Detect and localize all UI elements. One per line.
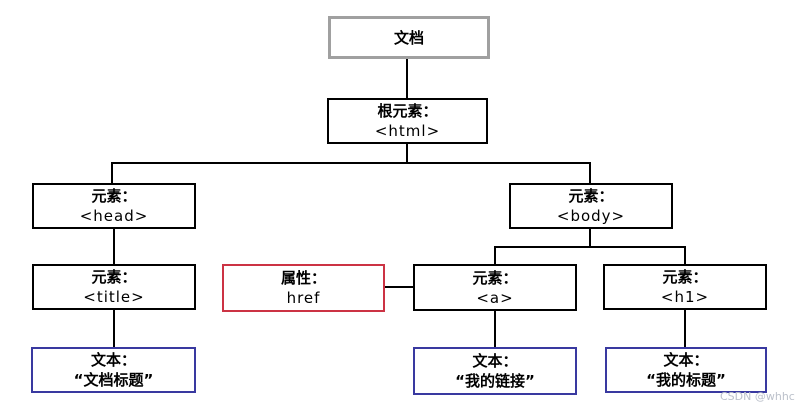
connector-href-a xyxy=(385,286,413,288)
node-root-element-html: 根元素： <html> xyxy=(327,98,488,144)
node-label: 文档 xyxy=(393,28,424,47)
node-element-h1: 元素： <h1> xyxy=(603,264,767,310)
connector-head-title xyxy=(113,229,115,264)
node-label: 根元素： xyxy=(377,102,438,120)
node-tag: <head> xyxy=(79,207,149,225)
node-value: “我的标题” xyxy=(646,371,726,389)
node-label: 元素： xyxy=(568,187,614,205)
node-text-my-link: 文本： “我的链接” xyxy=(413,347,577,395)
connector-branch-a xyxy=(494,246,496,264)
node-label: 元素： xyxy=(662,268,708,286)
connector-a-text xyxy=(494,311,496,347)
connector-branch-body-children xyxy=(494,246,686,248)
node-value: “我的链接” xyxy=(455,372,535,390)
node-tag: <a> xyxy=(476,288,514,307)
node-label: 文本： xyxy=(90,351,136,369)
node-tag: <title> xyxy=(83,288,145,306)
node-label: 属性： xyxy=(280,269,326,287)
node-attribute-href: 属性： href xyxy=(222,264,385,312)
connector-body-branch xyxy=(589,229,591,248)
connector-branch-head xyxy=(111,162,113,183)
node-label: 元素： xyxy=(91,268,137,286)
connector-branch-body xyxy=(589,162,591,183)
csdn-watermark: CSDN @whhc xyxy=(720,390,795,403)
connector-title-text xyxy=(113,310,115,347)
node-element-title: 元素： <title> xyxy=(32,264,196,310)
node-tag: <html> xyxy=(374,122,441,140)
node-text-document-title: 文本： “文档标题” xyxy=(31,347,196,393)
connector-h1-text xyxy=(684,310,686,347)
node-label: 元素： xyxy=(472,268,518,287)
connector-document-html xyxy=(406,58,408,98)
node-label: 元素： xyxy=(91,187,137,205)
connector-branch-h1 xyxy=(684,246,686,264)
node-element-a: 元素： <a> xyxy=(413,264,577,311)
node-tag: href xyxy=(286,289,321,307)
node-label: 文本： xyxy=(472,352,518,370)
node-value: “文档标题” xyxy=(73,371,154,389)
node-element-head: 元素： <head> xyxy=(32,183,196,229)
connector-branch-html-children xyxy=(111,162,591,164)
node-document: 文档 xyxy=(328,16,490,59)
node-element-body: 元素： <body> xyxy=(509,183,673,229)
node-tag: <body> xyxy=(556,207,626,225)
node-tag: <h1> xyxy=(660,288,710,306)
node-text-my-title: 文本： “我的标题” xyxy=(605,347,767,393)
connector-html-branch xyxy=(406,144,408,163)
node-label: 文本： xyxy=(663,351,709,369)
